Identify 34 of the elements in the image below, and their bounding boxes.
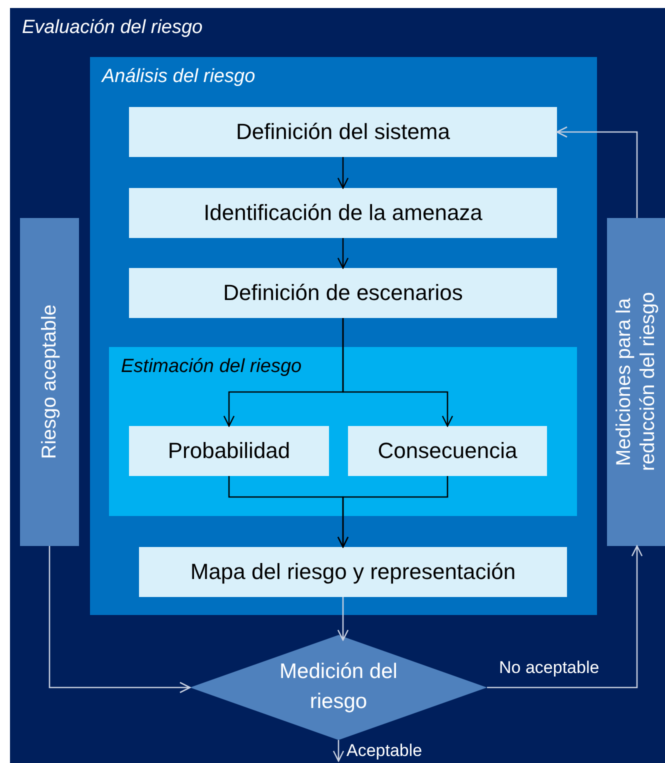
node-label: Probabilidad (166, 437, 292, 465)
side-bar (20, 218, 79, 546)
node-label: Definición de escenarios (222, 279, 464, 307)
arrow (487, 545, 643, 688)
arrow (337, 157, 349, 189)
arrow (337, 597, 349, 641)
node-label: Definición del sistema (235, 118, 451, 146)
node-label: Mapa del riesgo y representación (189, 558, 517, 586)
node-label: Riesgo aceptable (38, 304, 62, 462)
edge-label: No aceptable (497, 658, 602, 678)
side-bar (607, 218, 665, 546)
process-box (129, 268, 557, 318)
node-label: Identificación de la amenaza (202, 199, 484, 227)
panel-heading: Estimación del riesgo (121, 356, 302, 378)
panel-heading: Análisis del riesgo (102, 66, 256, 88)
edge-label: Aceptable (344, 740, 424, 760)
arrow (556, 126, 638, 218)
arrow (342, 318, 454, 427)
arrow (337, 238, 349, 269)
process-box (348, 426, 547, 476)
node-label: Medición del riesgo (278, 659, 398, 715)
process-box (129, 188, 557, 238)
outer-panel (10, 8, 665, 763)
analysis-panel (90, 57, 597, 615)
panel-heading: Evaluación del riesgo (22, 17, 203, 39)
arrow (337, 476, 448, 548)
arrow (332, 740, 344, 762)
node-label: Mediciones para la reducción del riesgo (612, 292, 660, 474)
arrow (48, 546, 191, 694)
process-box (129, 426, 329, 476)
process-box (139, 547, 567, 597)
estimation-panel (109, 347, 577, 516)
process-box (129, 107, 557, 157)
node-label: Consecuencia (376, 437, 518, 465)
